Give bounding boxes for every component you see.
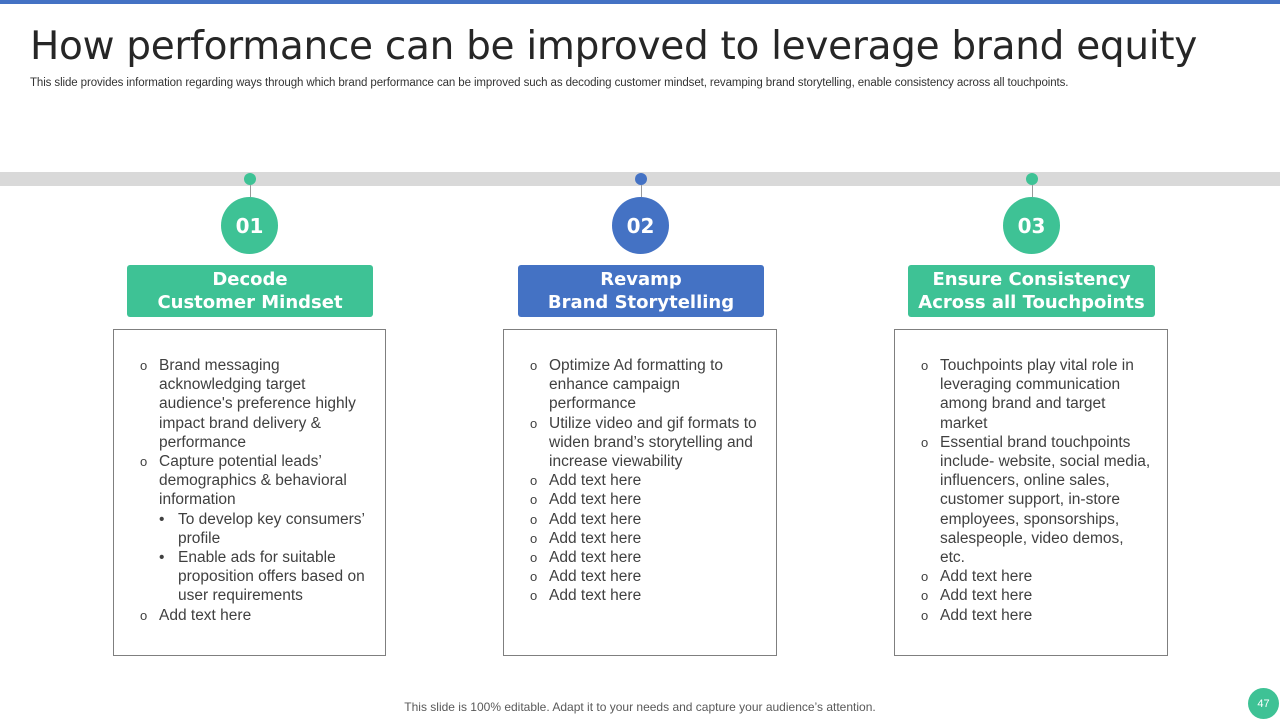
sub-list-item: To develop key consumers’ profile xyxy=(159,510,367,548)
timeline-dot-1 xyxy=(244,173,256,185)
step-heading-3: Ensure Consistency Across all Touchpoint… xyxy=(908,265,1155,317)
timeline-dot-2 xyxy=(635,173,647,185)
connector-line-2 xyxy=(641,185,642,197)
bullet-list-1: Brand messaging acknowledging target aud… xyxy=(140,330,367,625)
timeline-dot-3 xyxy=(1026,173,1038,185)
step-number-1: 01 xyxy=(221,197,278,254)
page-number-badge: 47 xyxy=(1248,688,1279,719)
list-item: Add text here xyxy=(530,586,758,605)
bullet-list-2: Optimize Ad formatting to enhance campai… xyxy=(530,330,758,606)
step-heading-3-line2: Across all Touchpoints xyxy=(918,292,1145,313)
list-item: Capture potential leads’ demographics & … xyxy=(140,452,367,606)
connector-line-3 xyxy=(1032,185,1033,197)
list-item: Add text here xyxy=(530,567,758,586)
step-heading-1: Decode Customer Mindset xyxy=(127,265,373,317)
list-item: Add text here xyxy=(530,490,758,509)
step-heading-1-line2: Customer Mindset xyxy=(157,292,343,313)
content-box-3: Touchpoints play vital role in leveragin… xyxy=(894,329,1168,656)
list-item: Add text here xyxy=(140,606,367,625)
list-item: Add text here xyxy=(921,606,1151,625)
list-item: Essential brand touchpoints include- web… xyxy=(921,433,1151,567)
sub-list-item: Enable ads for suitable proposition offe… xyxy=(159,548,367,606)
list-item: Add text here xyxy=(530,471,758,490)
slide-title: How performance can be improved to lever… xyxy=(30,24,1198,69)
step-heading-2-line1: Revamp xyxy=(600,269,682,290)
content-box-1: Brand messaging acknowledging target aud… xyxy=(113,329,386,656)
list-item: Add text here xyxy=(530,510,758,529)
step-heading-1-line1: Decode xyxy=(212,269,288,290)
list-item: Add text here xyxy=(530,529,758,548)
slide-footer: This slide is 100% editable. Adapt it to… xyxy=(404,700,876,714)
list-item: Brand messaging acknowledging target aud… xyxy=(140,356,367,452)
step-number-3: 03 xyxy=(1003,197,1060,254)
list-item: Add text here xyxy=(921,586,1151,605)
slide-subtitle: This slide provides information regardin… xyxy=(30,77,1069,89)
content-box-2: Optimize Ad formatting to enhance campai… xyxy=(503,329,777,656)
list-item: Utilize video and gif formats to widen b… xyxy=(530,414,758,472)
sub-bullet-list: To develop key consumers’ profile Enable… xyxy=(159,510,367,606)
list-item: Optimize Ad formatting to enhance campai… xyxy=(530,356,758,414)
list-item: Touchpoints play vital role in leveragin… xyxy=(921,356,1151,433)
step-heading-2: Revamp Brand Storytelling xyxy=(518,265,764,317)
step-number-2: 02 xyxy=(612,197,669,254)
connector-line-1 xyxy=(250,185,251,197)
bullet-list-3: Touchpoints play vital role in leveragin… xyxy=(921,330,1151,625)
top-accent-bar xyxy=(0,0,1280,4)
step-heading-2-line2: Brand Storytelling xyxy=(547,292,735,313)
list-item: Add text here xyxy=(530,548,758,567)
step-heading-3-line1: Ensure Consistency xyxy=(932,269,1131,290)
list-item: Add text here xyxy=(921,567,1151,586)
